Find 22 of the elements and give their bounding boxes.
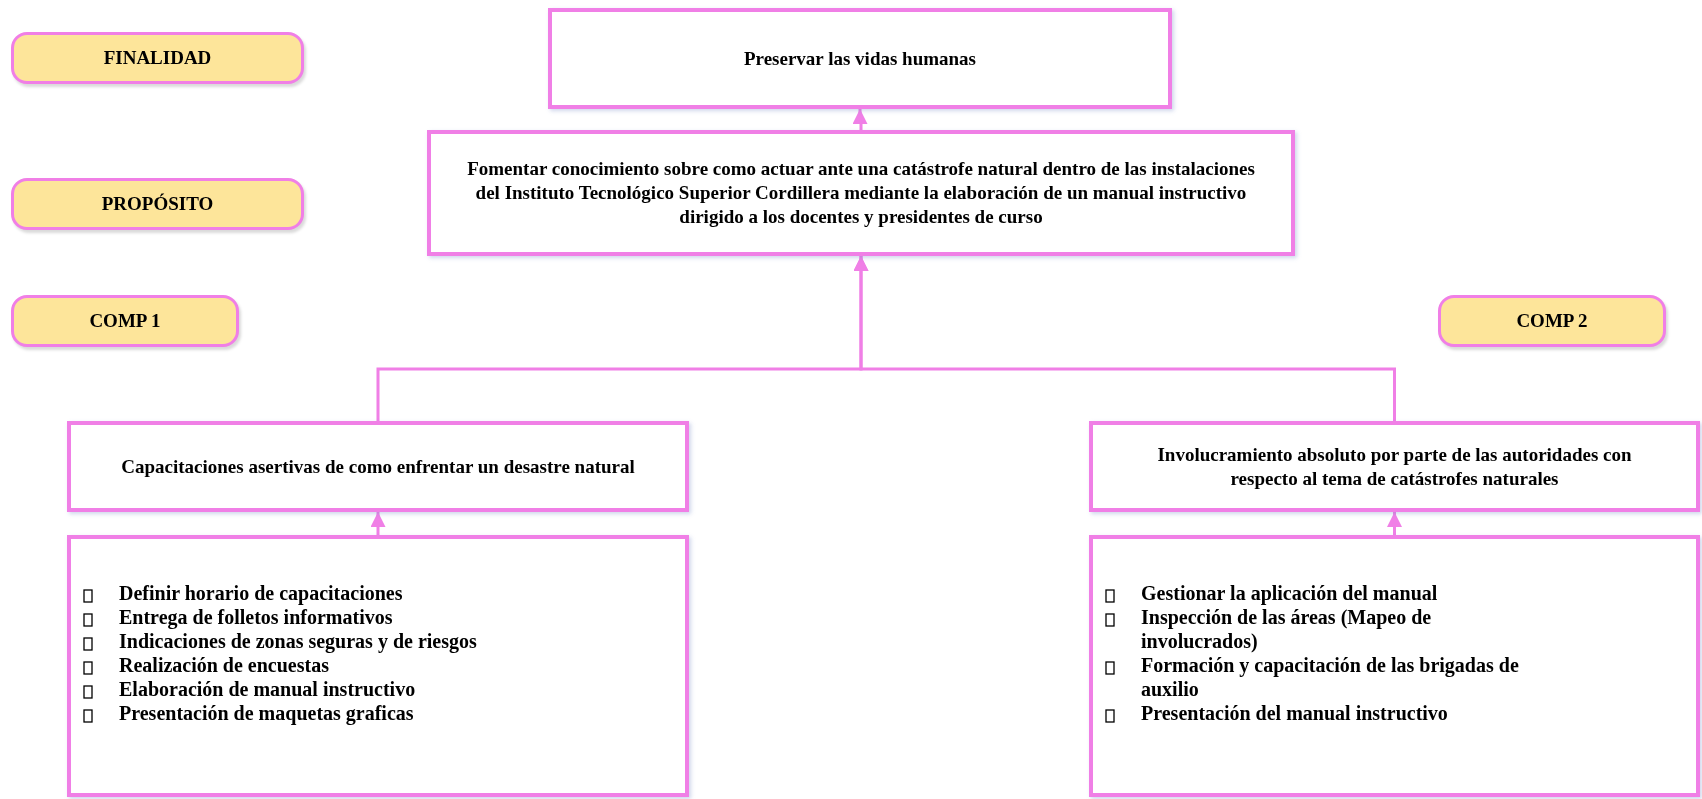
connector-arrow [1387,512,1402,535]
purpose-box: Fomentar conocimiento sobre como actuar ante una catástrofe natural dentro de las instalaciones del Instituto Tecnológico Superior Cordillera mediante la elaboración de un manual instructivo dirigido a los docentes y presidentes de curso [427,130,1295,256]
level-label: COMP 2 [1438,295,1666,347]
component-box: Involucramiento absoluto por parte de las autoridades con respecto al tema de catástrofes naturales [1089,421,1700,512]
activity-text: Gestionar la aplicación del manual [1141,581,1438,605]
goal-box: Preservar las vidas humanas [548,8,1172,109]
activity-text: Entrega de folletos informativos [119,605,393,629]
connector-arrow [853,256,1396,421]
activity-text: Inspección de las áreas (Mapeo de involucrados) [1141,605,1433,653]
level-label: FINALIDAD [11,32,304,84]
activity-text: Formación y capacitación de las brigadas de auxilio [1141,653,1520,701]
activity-text: Indicaciones de zonas seguras y de riesgos [119,629,477,653]
activity-text: Elaboración de manual instructivo [119,677,416,701]
activity-text: Presentación de maquetas graficas [119,701,414,725]
connector-arrow [370,512,386,535]
activity-text: Definir horario de capacitaciones [119,581,403,605]
activity-text: Realización de encuestas [119,653,329,677]
level-label: PROPÓSITO [11,178,304,230]
level-label: COMP 1 [11,295,239,347]
component-box: Capacitaciones asertivas de como enfrentar un desastre natural [67,421,689,512]
connector-arrow [852,109,868,130]
activity-text: Presentación del manual instructivo [1141,701,1448,725]
